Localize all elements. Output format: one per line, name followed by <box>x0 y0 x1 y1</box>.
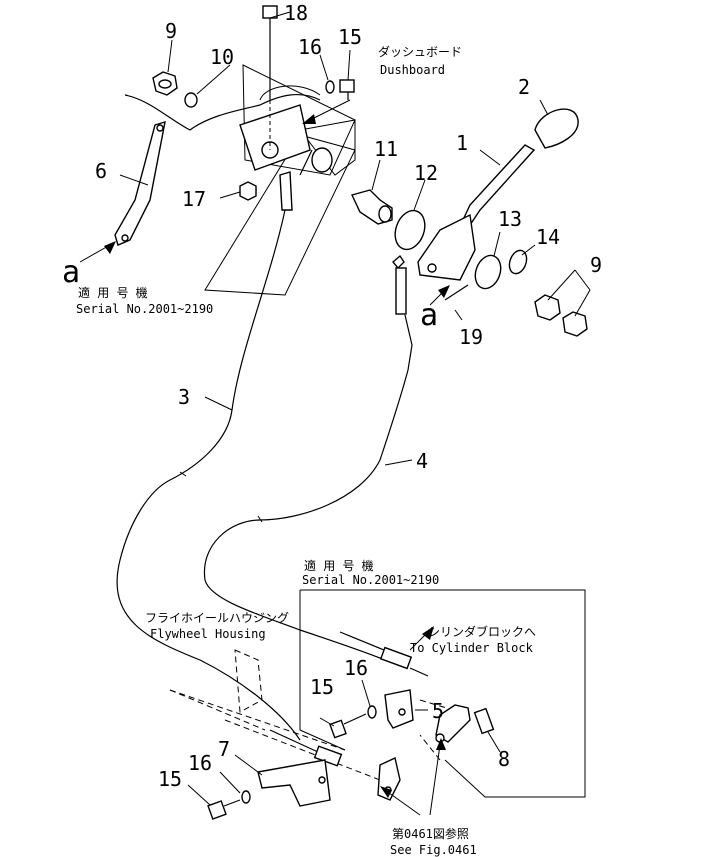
callout-9-right: 9 <box>590 253 602 277</box>
washer-part-16-low <box>241 790 251 804</box>
ring-part-10 <box>184 92 198 108</box>
adapter-part-11 <box>351 189 393 225</box>
cable-end-part-4 <box>392 254 413 371</box>
ref-a-left: a <box>62 255 80 290</box>
nut-part-9-right-2 <box>562 311 588 337</box>
cable-joint-top <box>279 147 333 211</box>
serial-box-lower <box>299 589 586 798</box>
leader-lines <box>119 11 549 806</box>
knob-part-2 <box>534 108 579 149</box>
callout-17: 17 <box>182 187 206 211</box>
label-serial-2-jp: 適 用 号 機 <box>304 558 374 573</box>
callout-5: 5 <box>432 699 444 723</box>
label-serial-2-en: Serial No.2001~2190 <box>302 573 439 587</box>
callout-2: 2 <box>518 75 530 99</box>
callout-18: 18 <box>284 1 308 25</box>
label-cylinder-jp: シリンダブロックへ <box>428 624 536 639</box>
bolt-part-18 <box>262 5 278 150</box>
bracket-part-7 <box>257 759 331 807</box>
callout-8: 8 <box>498 747 510 771</box>
nut-part-17 <box>239 181 257 201</box>
label-serial-1-jp: 適 用 号 機 <box>78 285 148 300</box>
clip-part-19 <box>444 284 469 301</box>
cable-part-4 <box>203 369 409 661</box>
bracket-plate <box>239 104 311 197</box>
label-dashboard-en: Dushboard <box>380 63 445 77</box>
washer-part-16-mid <box>367 705 377 719</box>
nut-part-9-right-1 <box>534 294 561 321</box>
callout-16-top: 16 <box>298 35 322 59</box>
callout-19: 19 <box>459 325 483 349</box>
bolt-part-15-mid <box>329 713 367 739</box>
callout-9-top: 9 <box>165 19 177 43</box>
callout-11: 11 <box>374 137 398 161</box>
label-dashboard-jp: ダッシュボード <box>378 44 462 59</box>
arrows <box>79 99 450 816</box>
bolt-part-15-low <box>207 799 241 820</box>
cable-part-3 <box>116 209 301 741</box>
washer-part-14 <box>508 249 528 275</box>
bolt-part-15-top <box>339 79 355 100</box>
callout-16-low: 16 <box>188 751 212 775</box>
label-flywheel-en: Flywheel Housing <box>150 627 266 641</box>
callout-4: 4 <box>416 449 428 473</box>
callout-15-mid: 15 <box>310 675 334 699</box>
pin-part-8 <box>473 707 495 735</box>
callout-15-low: 15 <box>158 767 182 791</box>
callout-10: 10 <box>210 45 234 69</box>
nut-part-9-top <box>152 71 178 96</box>
washer-part-16-top <box>325 80 335 94</box>
washer-part-12 <box>394 209 426 251</box>
text-labels: ダッシュボード Dushboard 適 用 号 機 Serial No.2001… <box>76 44 536 857</box>
callout-16-mid: 16 <box>344 656 368 680</box>
callout-3: 3 <box>178 385 190 409</box>
callout-13: 13 <box>498 207 522 231</box>
lever-part-6 <box>114 120 166 246</box>
callout-1: 1 <box>456 131 468 155</box>
callout-14: 14 <box>536 225 560 249</box>
callout-7: 7 <box>218 737 230 761</box>
ref-a-right: a <box>420 298 438 333</box>
dashboard-panel <box>124 64 356 296</box>
cable-end-lower <box>269 729 343 767</box>
label-flywheel-jp: フライホイールハウジング <box>145 611 289 625</box>
callout-6: 6 <box>95 159 107 183</box>
cable-end-cylinder <box>339 631 429 677</box>
label-fig-en: See Fig.0461 <box>390 843 477 857</box>
label-cylinder-en: To Cylinder Block <box>410 641 534 655</box>
label-fig-jp: 第0461図参照 <box>392 826 469 841</box>
label-serial-1-en: Serial No.2001~2190 <box>76 302 213 316</box>
lever-part-1 <box>417 144 536 281</box>
callout-15-top: 15 <box>338 25 362 49</box>
callout-numbers: 18 9 10 16 15 2 1 11 12 6 17 13 14 9 19 … <box>95 1 602 791</box>
bracket-part-5 <box>384 689 414 729</box>
callout-12: 12 <box>414 161 438 185</box>
washer-part-13 <box>474 254 502 290</box>
